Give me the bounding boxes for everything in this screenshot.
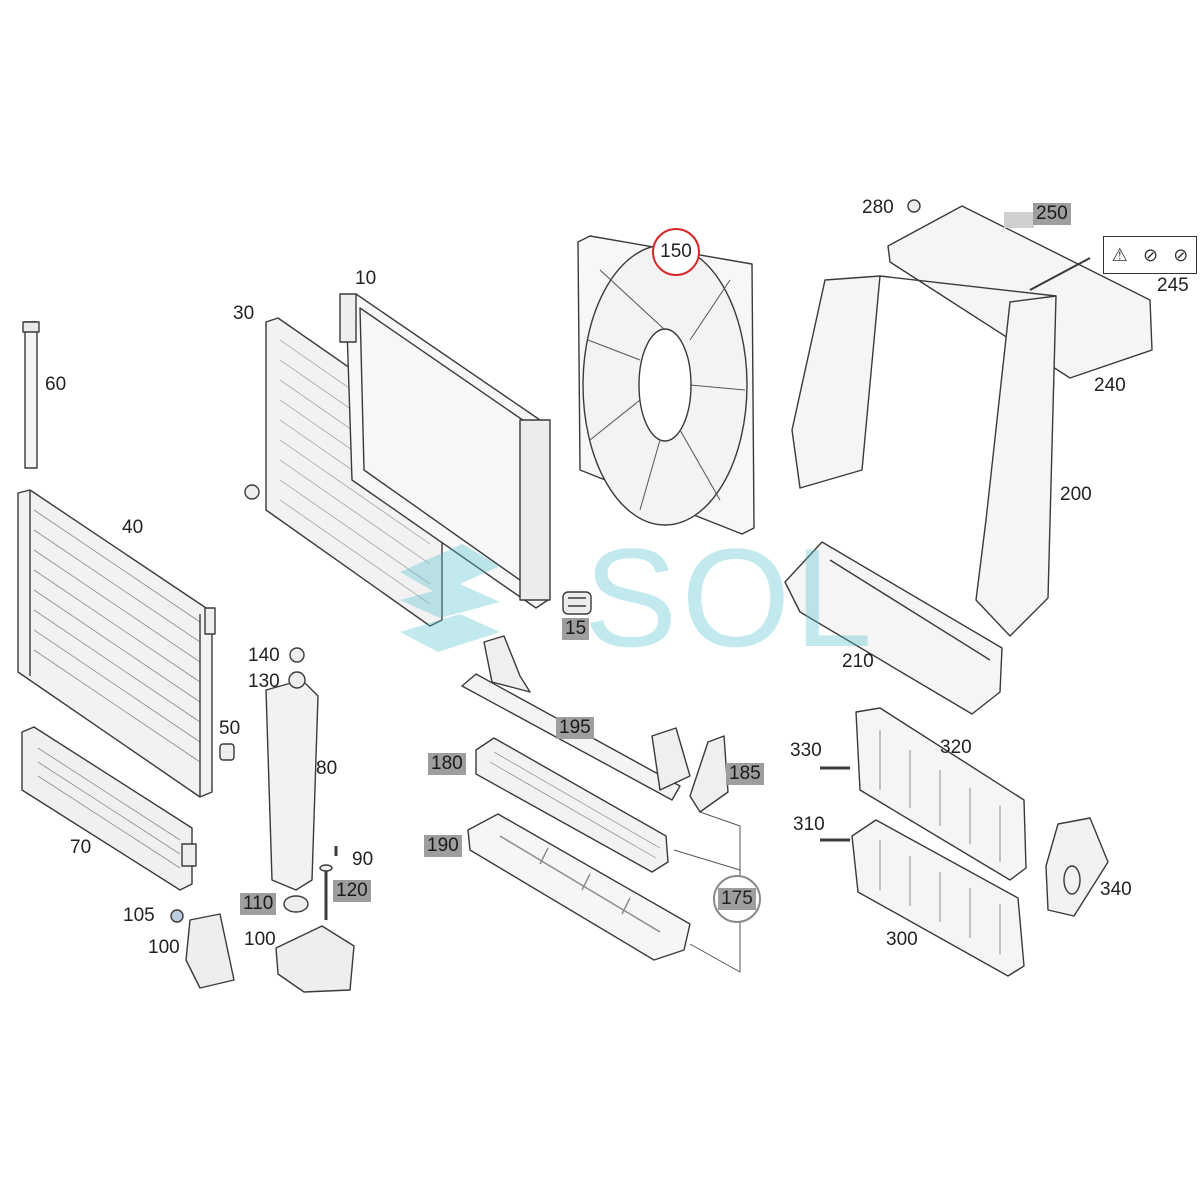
label-60: 60 <box>45 374 67 395</box>
label-40: 40 <box>122 517 144 538</box>
label-70: 70 <box>70 837 92 858</box>
part-340-side-bracket <box>1045 817 1109 917</box>
label-30: 30 <box>233 303 255 324</box>
label-250: 250 <box>1033 203 1071 225</box>
label-330: 330 <box>790 740 822 761</box>
label-340: 340 <box>1100 879 1132 900</box>
label-110: 110 <box>240 893 277 915</box>
part-210-lower-air-guide <box>784 541 1003 715</box>
watermark-logo-mark <box>400 544 500 652</box>
label-310: 310 <box>793 814 825 835</box>
label-105: 105 <box>123 905 155 926</box>
label-185: 185 <box>726 763 764 785</box>
label-100-right: 100 <box>244 929 276 950</box>
label-210: 210 <box>842 651 874 672</box>
label-50: 50 <box>219 718 241 739</box>
label-90: 90 <box>352 849 374 870</box>
part-40-condenser <box>17 489 216 798</box>
no-tools-icon: ⊘ <box>1173 244 1189 265</box>
label-175-circled: 175 <box>713 875 761 923</box>
part-245-warning-sticker: ⚠ ⊘ ⊘ <box>1103 236 1197 274</box>
part-185-bracket <box>651 727 729 813</box>
part-80-reservoir-bracket <box>265 647 319 891</box>
label-240: 240 <box>1094 375 1126 396</box>
label-15: 15 <box>562 618 590 640</box>
label-200: 200 <box>1060 484 1092 505</box>
part-90-120-bolts <box>319 846 338 920</box>
label-175: 175 <box>718 888 756 910</box>
label-140: 140 <box>248 645 280 666</box>
part-70-auxiliary-cooler <box>21 726 197 891</box>
label-195: 195 <box>556 717 594 739</box>
part-180-cooler <box>475 737 669 873</box>
label-120: 120 <box>333 880 371 902</box>
label-100-left: 100 <box>148 937 180 958</box>
part-50-fitting <box>219 743 235 761</box>
label-320: 320 <box>940 737 972 758</box>
label-190: 190 <box>424 835 462 857</box>
part-200-side-air-guide <box>791 275 1057 637</box>
watermark-text: SOL <box>584 519 877 676</box>
label-300: 300 <box>886 929 918 950</box>
part-250-label-plate <box>1004 212 1034 228</box>
part-110-cap <box>283 895 309 913</box>
part-150-fan-shroud <box>577 235 755 535</box>
part-300-lower-grille <box>851 819 1025 977</box>
part-320-upper-grille <box>855 707 1027 881</box>
part-330-310-bolts <box>820 766 850 842</box>
label-280: 280 <box>862 197 894 218</box>
no-hand-fan-icon: ⊘ <box>1142 244 1159 265</box>
label-150-circled: 150 <box>652 228 700 276</box>
part-100-mount-brackets <box>170 909 355 993</box>
label-130: 130 <box>248 671 280 692</box>
part-60-guide-rod <box>22 321 40 469</box>
part-175-leaders <box>673 811 741 973</box>
label-10: 10 <box>355 268 377 289</box>
label-80: 80 <box>316 758 338 779</box>
part-10-radiator-frame <box>339 293 551 609</box>
label-180: 180 <box>428 753 466 775</box>
part-190-duct-tray <box>467 813 691 961</box>
label-245: 245 <box>1157 275 1189 296</box>
part-15-sensor <box>562 591 592 615</box>
warning-triangle-icon: ⚠ <box>1111 244 1128 265</box>
